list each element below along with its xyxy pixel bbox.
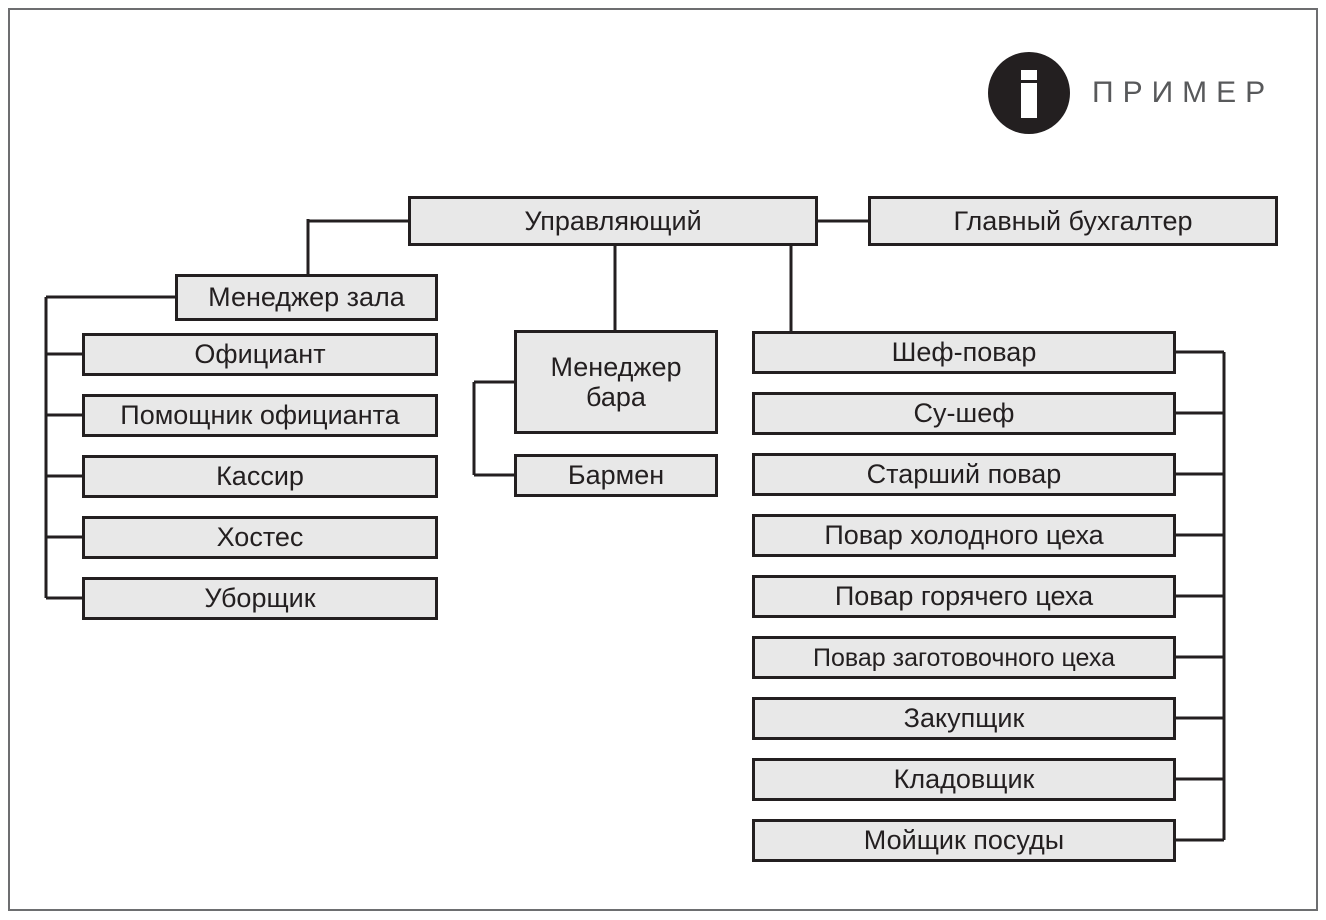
node-cold-cook[interactable]: Повар холодного цеха: [752, 514, 1176, 557]
brand-wordmark: ПРИМЕР: [1092, 76, 1275, 109]
node-cashier[interactable]: Кассир: [82, 455, 438, 498]
logo-letter-dot: [1021, 70, 1037, 80]
node-hostess[interactable]: Хостес: [82, 516, 438, 559]
node-dishwasher[interactable]: Мойщик посуды: [752, 819, 1176, 862]
node-chef[interactable]: Шеф-повар: [752, 331, 1176, 374]
node-senior-cook[interactable]: Старший повар: [752, 453, 1176, 496]
node-hall-manager[interactable]: Менеджер зала: [175, 274, 438, 321]
node-bar-manager[interactable]: Менеджер бара: [514, 330, 718, 434]
node-hot-cook[interactable]: Повар горячего цеха: [752, 575, 1176, 618]
node-sous-chef[interactable]: Су-шеф: [752, 392, 1176, 435]
brand-logo: ПРИМЕР: [988, 52, 1274, 134]
node-buyer[interactable]: Закупщик: [752, 697, 1176, 740]
node-prep-cook[interactable]: Повар заготовочного цеха: [752, 636, 1176, 679]
node-bartender[interactable]: Бармен: [514, 454, 718, 497]
node-storekeeper[interactable]: Кладовщик: [752, 758, 1176, 801]
logo-letter-stem: [1021, 83, 1037, 118]
node-accountant[interactable]: Главный бухгалтер: [868, 196, 1278, 246]
node-cleaner[interactable]: Уборщик: [82, 577, 438, 620]
node-waiter[interactable]: Официант: [82, 333, 438, 376]
node-busser[interactable]: Помощник официанта: [82, 394, 438, 437]
node-manager[interactable]: Управляющий: [408, 196, 818, 246]
info-circle-icon: [988, 52, 1070, 134]
